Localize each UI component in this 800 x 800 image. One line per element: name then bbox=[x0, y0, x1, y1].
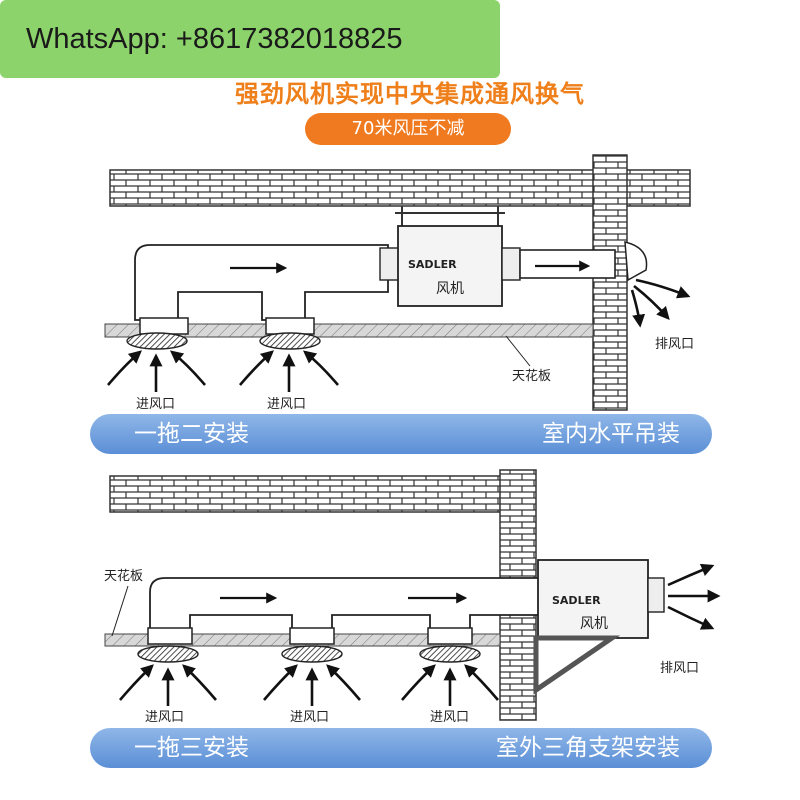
pressure-pill: 70米风压不减 bbox=[305, 113, 511, 145]
inlet-collar-1 bbox=[147, 627, 193, 645]
diagram-indoor-hanging: SADLER 风机 进风口 进风口 天花板 排风口 bbox=[104, 154, 694, 412]
banner-right-text: 室内水平吊装 bbox=[542, 421, 680, 447]
fan-brand-text: SADLER bbox=[552, 594, 601, 607]
inlet-grille-1 bbox=[137, 645, 199, 663]
intake-arrows-1 bbox=[107, 350, 206, 392]
inlet-label-1: 进风口 bbox=[145, 710, 184, 725]
intake-arrows-2 bbox=[263, 664, 361, 706]
intake-arrows-1 bbox=[119, 664, 217, 706]
fan-connector-right bbox=[501, 247, 521, 281]
duct-outlet bbox=[519, 249, 616, 279]
inlet-collar-2 bbox=[289, 627, 335, 645]
fan-connector-left bbox=[379, 247, 401, 281]
banner-diagram-1: 一拖二安装 室内水平吊装 bbox=[90, 414, 712, 454]
banner-diagram-2: 一拖三安装 室外三角支架安装 bbox=[90, 728, 712, 768]
inlet-label-3: 进风口 bbox=[430, 710, 469, 725]
brick-slab bbox=[109, 475, 531, 513]
inlet-label-2: 进风口 bbox=[267, 397, 306, 412]
exhaust-arrows bbox=[667, 563, 721, 630]
fan-connector-right bbox=[647, 577, 665, 613]
intake-arrows-3 bbox=[401, 664, 499, 706]
ceiling-leader bbox=[111, 585, 129, 637]
diagram-outdoor-bracket: SADLER 风机 进风口 进风口 bbox=[104, 469, 721, 725]
ceiling-leader bbox=[505, 335, 531, 367]
outlet-hood bbox=[624, 241, 648, 282]
outlet-label: 排风口 bbox=[655, 337, 694, 352]
inlet-grille-3 bbox=[419, 645, 481, 663]
triangle-bracket bbox=[533, 635, 621, 695]
banner-left-text: 一拖三安装 bbox=[134, 735, 249, 761]
fan-brand-text: SADLER bbox=[408, 258, 457, 271]
duct-main bbox=[134, 244, 389, 321]
exhaust-arrows bbox=[630, 278, 691, 328]
inlet-collar-1 bbox=[139, 317, 189, 335]
inlet-collar-2 bbox=[265, 317, 315, 335]
ceiling-board bbox=[104, 323, 594, 338]
inlet-label-1: 进风口 bbox=[136, 397, 175, 412]
banner-right-text: 室外三角支架安装 bbox=[496, 735, 680, 761]
ceiling-label: 天花板 bbox=[104, 568, 143, 584]
inlet-collar-3 bbox=[427, 627, 473, 645]
fan-hangers bbox=[395, 206, 505, 226]
fan-label: 风机 bbox=[580, 616, 608, 632]
inlet-label-2: 进风口 bbox=[290, 710, 329, 725]
inlet-grille-2 bbox=[259, 332, 321, 350]
banner-left-text: 一拖二安装 bbox=[134, 421, 249, 447]
ceiling-label: 天花板 bbox=[512, 368, 551, 384]
intake-arrows-2 bbox=[239, 350, 339, 392]
duct-main bbox=[149, 577, 541, 631]
headline: 强劲风机实现中央集成通风换气 bbox=[235, 80, 585, 108]
brick-wall bbox=[592, 154, 628, 411]
inlet-grille-2 bbox=[281, 645, 343, 663]
outlet-label: 排风口 bbox=[660, 661, 699, 676]
fan-label: 风机 bbox=[436, 281, 464, 297]
inlet-grille-1 bbox=[126, 332, 188, 350]
whatsapp-contact-badge: WhatsApp: +8617382018825 bbox=[0, 0, 500, 78]
fan-body bbox=[537, 559, 649, 639]
